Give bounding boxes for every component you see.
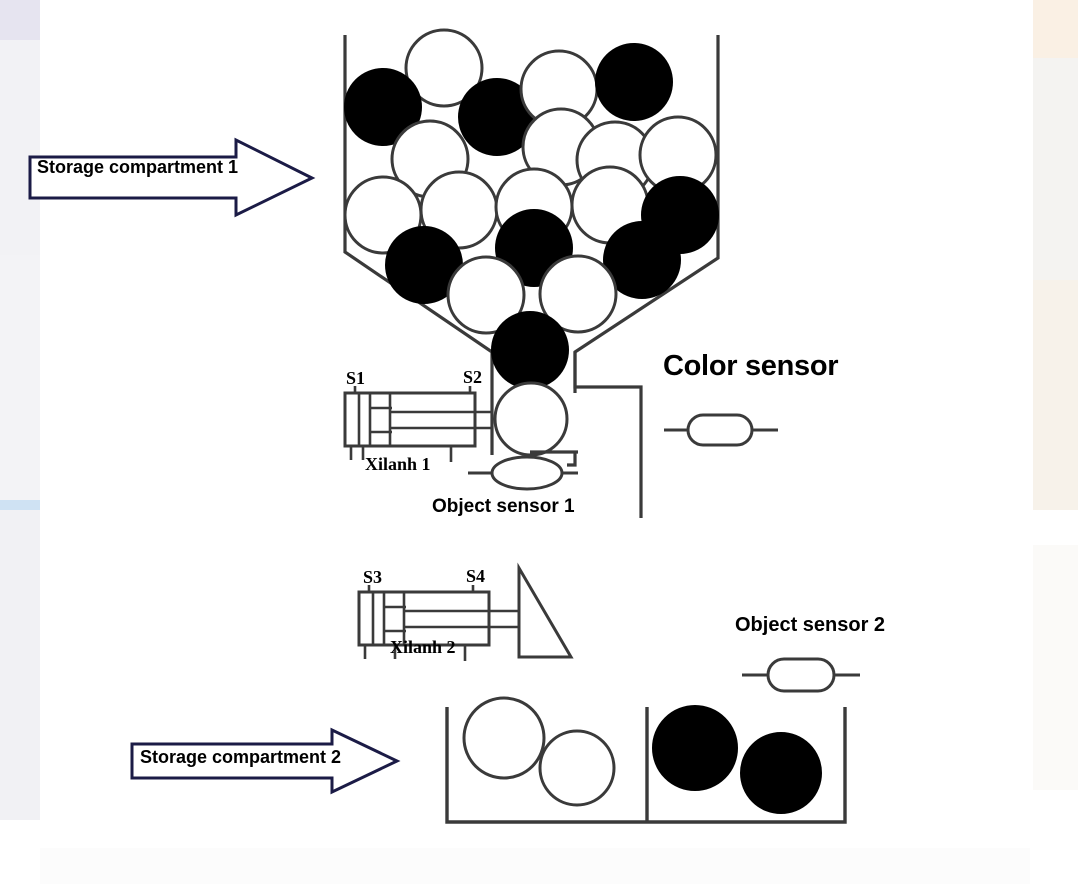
color-sensor-label: Color sensor bbox=[663, 350, 839, 382]
hopper-ball-white-0 bbox=[404, 28, 484, 108]
compartment-2-ball-black-3 bbox=[740, 732, 822, 814]
switch-s1-label: S1 bbox=[346, 368, 366, 388]
hopper-ball-black-4 bbox=[595, 43, 673, 121]
pneumatic-cylinder-2 bbox=[357, 562, 574, 661]
cylinder-2-body bbox=[357, 590, 491, 647]
storage-compartment-1-arrow bbox=[28, 137, 316, 218]
chute-right-lower bbox=[567, 452, 577, 467]
object-sensor-2-label: Object sensor 2 bbox=[735, 614, 886, 636]
storage-compartment-2-bin bbox=[445, 707, 847, 824]
hopper-ball-black-19 bbox=[491, 311, 569, 389]
compartment-2-ball-white-0 bbox=[462, 696, 546, 780]
object-sensor-2 bbox=[742, 657, 860, 693]
hopper-ball-white-18 bbox=[538, 254, 618, 334]
color-sensor bbox=[664, 413, 778, 447]
outlet-chute bbox=[490, 352, 643, 518]
arrow-2-shape bbox=[130, 727, 401, 795]
compartment-2-ball-white-1 bbox=[538, 729, 616, 807]
color-sensor-body bbox=[686, 413, 754, 447]
cylinder-2-label: Xilanh 2 bbox=[390, 637, 456, 657]
switch-s4-label: S4 bbox=[466, 566, 486, 586]
pusher-plate-triangle bbox=[517, 562, 574, 659]
switch-s3-label: S3 bbox=[363, 567, 383, 587]
hopper-ball-black-16 bbox=[603, 221, 681, 299]
object-sensor-1-label: Object sensor 1 bbox=[432, 496, 575, 517]
hopper-ball-white-17 bbox=[446, 255, 526, 335]
storage-compartment-2-arrow bbox=[130, 727, 401, 795]
compartment-2-ball-group bbox=[462, 696, 822, 814]
storage-compartment-1-label: Storage compartment 1 bbox=[37, 157, 239, 177]
storage-compartment-2-label: Storage compartment 2 bbox=[140, 747, 342, 767]
object-sensor-1-body bbox=[490, 455, 564, 491]
object-sensor-1 bbox=[468, 455, 578, 491]
hopper-ball-white-20 bbox=[493, 381, 569, 457]
pneumatic-cylinder-1 bbox=[343, 386, 492, 462]
object-sensor-2-body bbox=[766, 657, 836, 693]
hopper-ball-black-1 bbox=[344, 68, 422, 146]
chute-right-wall bbox=[573, 352, 643, 518]
switch-s2-label: S2 bbox=[463, 367, 483, 387]
compartment-2-ball-black-2 bbox=[652, 705, 738, 791]
cylinder-1-label: Xilanh 1 bbox=[365, 454, 431, 474]
hopper-ball-group bbox=[343, 28, 719, 457]
arrow-1-shape bbox=[28, 137, 316, 218]
cylinder-1-body bbox=[343, 391, 477, 448]
